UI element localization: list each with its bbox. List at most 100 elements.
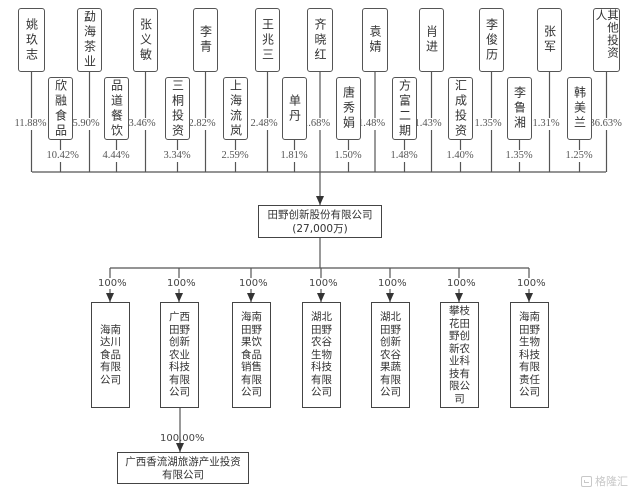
watermark-logo-icon xyxy=(581,475,592,487)
watermark: 格隆汇 xyxy=(581,473,628,489)
shareholder-name: 齐晓红 xyxy=(313,17,327,63)
shareholder-name: 方富二期 xyxy=(397,78,412,139)
subsidiary-pct: 100% xyxy=(378,278,407,289)
subsidiary-name: 湖北田野农谷生物科技有限公司 xyxy=(311,311,332,399)
shareholder-pct: 2.82% xyxy=(188,118,216,130)
shareholder-name: 张义敏 xyxy=(138,17,153,63)
shareholder-box: 勐海茶业 xyxy=(77,8,102,72)
subsidiary-name: 海南达川食品有限公司 xyxy=(100,323,121,386)
shareholder-box: 齐晓红 xyxy=(307,8,333,72)
main-company-capital: (27,000万) xyxy=(292,223,348,235)
subsidiary-name: 湖北田野创新农谷果蔬有限公司 xyxy=(380,311,401,399)
main-company-box: 田野创新股份有限公司 (27,000万) xyxy=(258,205,382,238)
arrow-down-icon xyxy=(316,196,324,205)
shareholder-pct: 5.90% xyxy=(72,118,100,130)
shareholder-name: 单丹 xyxy=(287,93,302,124)
shareholder-box: 袁婧 xyxy=(362,8,388,72)
subsidiary-name: 海南田野果饮食品销售有限公司 xyxy=(241,311,262,399)
watermark-text: 格隆汇 xyxy=(595,475,628,488)
shareholder-pct: 3.46% xyxy=(128,118,156,130)
shareholder-box: 肖进 xyxy=(419,8,444,72)
shareholder-box: 张义敏 xyxy=(133,8,158,72)
grandchild-company-box: 广西香流湖旅游产业投资有限公司 xyxy=(117,452,249,484)
shareholder-name: 李青 xyxy=(198,25,213,55)
shareholder-pct: 1.43% xyxy=(414,118,442,130)
arrow-down-icon xyxy=(106,293,114,302)
subsidiary-name: 攀枝花田野创新农业科技有限公司 xyxy=(449,305,470,405)
shareholder-box: 其他投资人 xyxy=(593,8,620,72)
subsidiary-name: 广西田野创新农业科技有限公司 xyxy=(169,311,190,399)
shareholder-pct: 1.40% xyxy=(446,150,474,162)
shareholder-box: 方富二期 xyxy=(392,77,417,140)
subsidiary-pct: 100% xyxy=(447,278,476,289)
subsidiary-pct: 100% xyxy=(309,278,338,289)
shareholder-box: 唐秀娟 xyxy=(336,77,361,140)
subsidiary-box: 湖北田野农谷生物科技有限公司 xyxy=(302,302,341,408)
shareholder-box: 上海流岚 xyxy=(223,77,248,140)
subsidiary-pct: 100% xyxy=(239,278,268,289)
shareholder-name: 汇成投资 xyxy=(453,78,468,139)
shareholder-name: 三桐投资 xyxy=(170,78,185,139)
shareholder-box: 韩美兰 xyxy=(567,77,592,140)
shareholder-box: 汇成投资 xyxy=(448,77,473,140)
shareholder-box: 张军 xyxy=(537,8,562,72)
shareholder-name: 袁婧 xyxy=(368,25,382,55)
arrow-down-icon xyxy=(317,293,325,302)
shareholder-pct: 11.88% xyxy=(14,118,47,130)
shareholder-name: 李俊历 xyxy=(484,17,499,63)
shareholder-name: 欣融食品 xyxy=(53,78,68,139)
shareholder-box: 单丹 xyxy=(282,77,307,140)
shareholder-box: 李鲁湘 xyxy=(507,77,532,140)
shareholder-box: 姚玖志 xyxy=(18,8,45,72)
shareholder-pct: 1.35% xyxy=(474,118,502,130)
shareholder-name: 张军 xyxy=(542,25,557,55)
shareholder-box: 王兆三 xyxy=(255,8,280,72)
shareholder-pct: 3.34% xyxy=(163,150,191,162)
shareholder-pct: 1.48% xyxy=(390,150,418,162)
shareholder-pct: 1.31% xyxy=(532,118,560,130)
shareholder-pct: 2.48% xyxy=(250,118,278,130)
subsidiary-box: 攀枝花田野创新农业科技有限公司 xyxy=(440,302,479,408)
shareholder-name: 肖进 xyxy=(424,25,439,55)
shareholder-box: 品道餐饮 xyxy=(104,77,129,140)
shareholder-name: 上海流岚 xyxy=(228,78,243,139)
shareholder-name: 姚玖志 xyxy=(24,17,39,63)
shareholder-name: 勐海茶业 xyxy=(82,10,97,70)
arrow-down-icon xyxy=(247,293,255,302)
shareholder-box: 李俊历 xyxy=(479,8,504,72)
subsidiary-pct: 100% xyxy=(98,278,127,289)
shareholder-pct: 1.50% xyxy=(334,150,362,162)
shareholder-name: 李鲁湘 xyxy=(512,86,527,131)
subsidiary-box: 海南田野生物科技有限责任公司 xyxy=(510,302,549,408)
subsidiary-name: 海南田野生物科技有限责任公司 xyxy=(519,311,540,399)
shareholder-name: 韩美兰 xyxy=(572,86,587,131)
shareholder-name: 唐秀娟 xyxy=(341,86,356,131)
shareholder-box: 李青 xyxy=(193,8,218,72)
subsidiary-pct: 100% xyxy=(167,278,196,289)
grandchild-pct-label: 100.00% xyxy=(160,433,205,444)
main-company-name: 田野创新股份有限公司 xyxy=(267,209,373,221)
shareholder-pct: 1.25% xyxy=(565,150,593,162)
shareholder-box: 欣融食品 xyxy=(48,77,73,140)
subsidiary-box: 海南田野果饮食品销售有限公司 xyxy=(232,302,271,408)
subsidiary-box: 广西田野创新农业科技有限公司 xyxy=(160,302,199,408)
arrow-down-icon xyxy=(455,293,463,302)
subsidiary-pct: 100% xyxy=(517,278,546,289)
arrow-down-icon xyxy=(176,443,184,452)
shareholder-pct: 1.68% xyxy=(303,118,331,130)
shareholder-pct: 10.42% xyxy=(46,150,79,162)
arrow-down-icon xyxy=(175,293,183,302)
shareholder-name: 王兆三 xyxy=(260,17,275,63)
shareholder-pct: 36.63% xyxy=(589,118,622,130)
shareholder-name: 品道餐饮 xyxy=(109,78,124,139)
shareholder-pct: 2.59% xyxy=(221,150,249,162)
shareholder-pct: 1.81% xyxy=(280,150,308,162)
arrow-down-icon xyxy=(525,293,533,302)
grandchild-company-name: 广西香流湖旅游产业投资有限公司 xyxy=(125,456,241,481)
arrow-down-icon xyxy=(386,293,394,302)
shareholder-pct: 1.48% xyxy=(358,118,386,130)
shareholder-pct: 1.35% xyxy=(505,150,533,162)
subsidiary-box: 海南达川食品有限公司 xyxy=(91,302,130,408)
